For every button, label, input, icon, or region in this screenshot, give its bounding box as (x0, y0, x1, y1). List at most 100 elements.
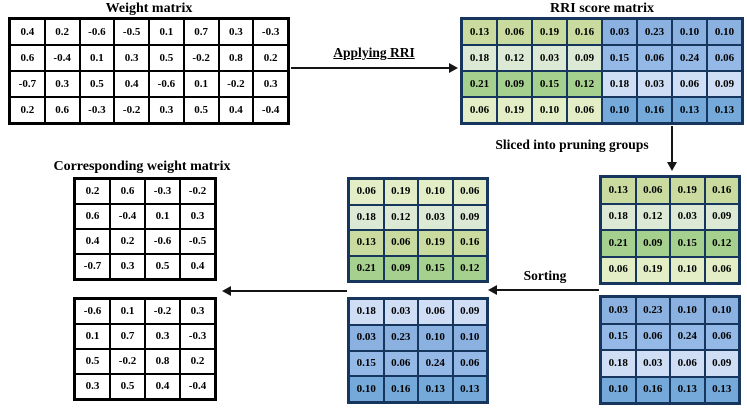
matrix-cell: 0.15 (670, 230, 705, 257)
arrow-head-left-icon (222, 286, 231, 296)
matrix-cell: 0.23 (635, 297, 670, 324)
matrix-cell: -0.2 (114, 97, 149, 123)
matrix-cell: 0.13 (670, 376, 705, 403)
matrix-cell: 0.6 (10, 45, 45, 71)
matrix-cell: 0.15 (349, 350, 384, 377)
matrix-cell: 0.2 (75, 179, 110, 204)
matrix-cell: 0.12 (635, 203, 670, 230)
matrix-cell: 0.23 (383, 324, 418, 351)
matrix-cell: 0.16 (704, 177, 739, 204)
matrix-cell: 0.1 (145, 204, 180, 229)
matrix-cell: -0.4 (253, 97, 288, 123)
matrix-cell: 0.10 (602, 97, 637, 123)
arrow-shaft (496, 289, 599, 291)
matrix-cell: 0.18 (462, 45, 497, 71)
matrix-cell: 0.7 (183, 19, 219, 45)
matrix-cell: -0.2 (218, 71, 254, 97)
matrix-cell: 0.19 (635, 256, 670, 283)
matrix-cell: 0.06 (497, 19, 532, 45)
matrix-cell: 0.2 (44, 19, 80, 45)
matrix-cell: 0.13 (672, 97, 707, 123)
matrix-cell: 0.21 (462, 71, 497, 97)
matrix-cell: 0.13 (601, 177, 636, 204)
matrix-cell: 0.4 (145, 374, 180, 399)
matrix-cell: 0.12 (704, 230, 739, 257)
matrix-cell: 0.3 (44, 71, 80, 97)
matrix-cell: 0.1 (110, 299, 145, 324)
matrix-cell: 0.5 (149, 45, 184, 71)
sorting-label: Sorting (523, 268, 567, 283)
matrix-cell: 0.1 (75, 324, 110, 349)
matrix-cell: 0.8 (145, 349, 180, 374)
matrix-cell: 0.09 (704, 350, 739, 377)
matrix-cell: 0.03 (532, 45, 567, 71)
arrow-shaft (671, 126, 673, 163)
matrix-cell: 0.03 (601, 297, 636, 324)
matrix-cell: 0.06 (704, 256, 739, 283)
matrix-cell: 0.09 (383, 255, 418, 281)
matrix-cell: 0.13 (349, 230, 384, 256)
matrix-cell: 0.10 (532, 97, 567, 123)
matrix-cell: 0.6 (75, 204, 110, 229)
arrow-shaft (291, 67, 450, 69)
matrix-cell: 0.5 (183, 97, 219, 123)
matrix-cell: 0.2 (110, 229, 145, 254)
matrix-cell: 0.19 (383, 179, 418, 205)
matrix-cell: 0.03 (383, 299, 418, 325)
matrix-cell: 0.18 (602, 71, 637, 97)
matrix-cell: 0.10 (418, 179, 453, 205)
matrix-cell: 0.16 (635, 376, 670, 403)
matrix-cell: 0.03 (602, 19, 637, 45)
matrix-cell: 0.16 (567, 19, 602, 45)
matrix-cell: 0.09 (497, 71, 532, 97)
matrix-cell: -0.2 (110, 349, 145, 374)
matrix-cell: 0.10 (672, 19, 707, 45)
matrix-cell: 0.3 (75, 374, 110, 399)
matrix-cell: 0.13 (418, 376, 453, 402)
matrix-cell: 0.15 (418, 255, 453, 281)
matrix-cell: 0.24 (418, 350, 453, 377)
matrix-cell: 0.3 (253, 71, 288, 97)
matrix-cell: 0.13 (452, 376, 487, 402)
matrix-cell: 0.06 (707, 45, 742, 71)
matrix-cell: 0.18 (349, 204, 384, 230)
matrix-cell: -0.2 (145, 299, 180, 324)
matrix-cell: 0.12 (383, 204, 418, 230)
to-corresponding-weight-arrow (222, 286, 347, 296)
matrix-cell: 0.21 (601, 230, 636, 257)
matrix-cell: 0.06 (462, 97, 497, 123)
applying-rri-arrow (291, 63, 458, 73)
sorting-arrow (488, 285, 599, 295)
matrix-cell: 0.24 (670, 323, 705, 350)
matrix-cell: 0.13 (704, 376, 739, 403)
matrix-cell: 0.7 (110, 324, 145, 349)
matrix-cell: 0.06 (383, 230, 418, 256)
matrix-cell: 0.10 (349, 376, 384, 402)
matrix-cell: 0.06 (637, 45, 672, 71)
arrow-shaft (230, 290, 347, 292)
matrix-cell: 0.4 (180, 254, 215, 279)
matrix-cell: 0.24 (672, 45, 707, 71)
matrix-cell: 0.10 (670, 256, 705, 283)
matrix-cell: 0.18 (349, 299, 384, 325)
matrix-cell: 0.23 (637, 19, 672, 45)
matrix-cell: -0.7 (10, 71, 45, 97)
matrix-cell: 0.10 (418, 324, 453, 351)
matrix-cell: 0.06 (418, 299, 453, 325)
matrix-cell: -0.2 (183, 45, 219, 71)
matrix-cell: 0.3 (218, 19, 254, 45)
matrix-cell: 0.16 (452, 230, 487, 256)
matrix-cell: 0.10 (601, 376, 636, 403)
matrix-cell: 0.1 (183, 71, 219, 97)
matrix-cell: 0.5 (145, 254, 180, 279)
matrix-cell: 0.10 (704, 297, 739, 324)
matrix-cell: 0.12 (567, 71, 602, 97)
matrix-cell: 0.06 (383, 350, 418, 377)
arrow-head-left-icon (488, 285, 497, 295)
matrix-cell: 0.3 (180, 204, 215, 229)
matrix-cell: 0.09 (635, 230, 670, 257)
matrix-cell: -0.6 (149, 71, 184, 97)
